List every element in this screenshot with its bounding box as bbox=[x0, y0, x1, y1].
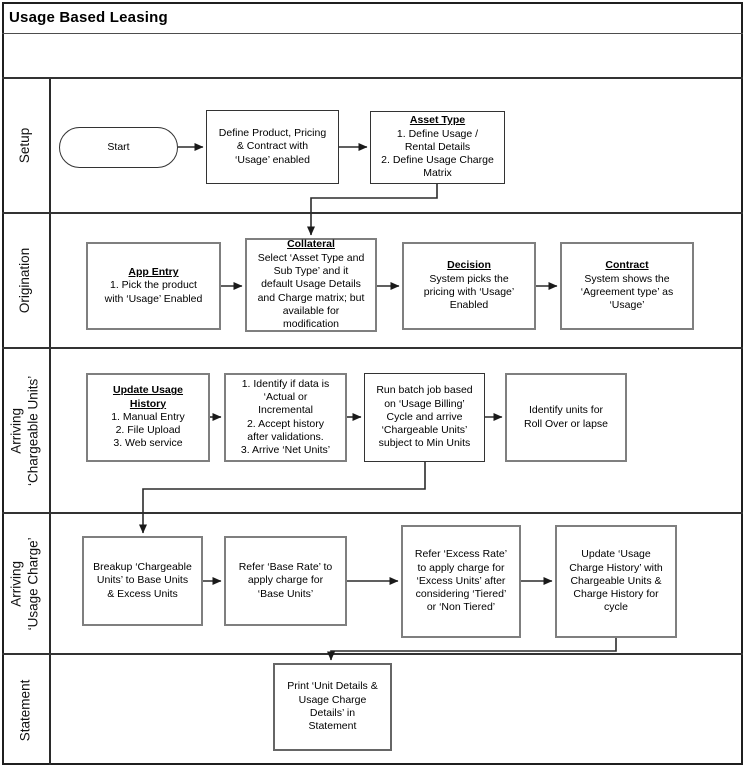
node-run-batch-job: Run batch job based on ‘Usage Billing’ C… bbox=[364, 373, 485, 462]
lane-statement-label-cell: Statement bbox=[2, 655, 51, 765]
node-start-label: Start bbox=[107, 140, 130, 153]
lane-chargeable-units-label-cell: Arriving ‘Chargeable Units’ bbox=[2, 349, 51, 512]
lane-chargeable-units: Arriving ‘Chargeable Units’ bbox=[2, 347, 743, 512]
node-identify-data: 1. Identify if data is ‘Actual or Increm… bbox=[224, 373, 347, 462]
node-refer-excess-rate: Refer ‘Excess Rate’ to apply charge for … bbox=[401, 525, 521, 638]
node-breakup-units: Breakup ‘Chargeable Units’ to Base Units… bbox=[82, 536, 203, 626]
node-update-usage-history: Update Usage History 1. Manual Entry 2. … bbox=[86, 373, 210, 462]
node-asset-type: Asset Type 1. Define Usage / Rental Deta… bbox=[370, 111, 505, 184]
node-decision: Decision System picks the pricing with ‘… bbox=[402, 242, 536, 330]
node-start-terminator: Start bbox=[59, 127, 178, 168]
diagram-title-row: Usage Based Leasing bbox=[2, 2, 743, 34]
lane-setup: Setup bbox=[2, 77, 743, 212]
node-collateral: Collateral Select ‘Asset Type and Sub Ty… bbox=[245, 238, 377, 332]
lane-statement: Statement bbox=[2, 653, 743, 765]
node-contract: Contract System shows the ‘Agreement typ… bbox=[560, 242, 694, 330]
node-app-entry: App Entry 1. Pick the product with ‘Usag… bbox=[86, 242, 221, 330]
lane-origination: Origination bbox=[2, 212, 743, 347]
lane-origination-label-cell: Origination bbox=[2, 214, 51, 347]
node-update-charge-history: Update ‘Usage Charge History’ with Charg… bbox=[555, 525, 677, 638]
lane-usage-charge-label-cell: Arriving ‘Usage Charge’ bbox=[2, 514, 51, 653]
lane-setup-label-cell: Setup bbox=[2, 79, 51, 212]
page-title: Usage Based Leasing bbox=[9, 9, 168, 26]
lane-usage-charge: Arriving ‘Usage Charge’ bbox=[2, 512, 743, 653]
node-define-product: Define Product, Pricing & Contract with … bbox=[206, 110, 339, 184]
node-identify-units: Identify units for Roll Over or lapse bbox=[505, 373, 627, 462]
node-print-statement: Print ‘Unit Details & Usage Charge Detai… bbox=[273, 663, 392, 751]
node-refer-base-rate: Refer ‘Base Rate’ to apply charge for ‘B… bbox=[224, 536, 347, 626]
